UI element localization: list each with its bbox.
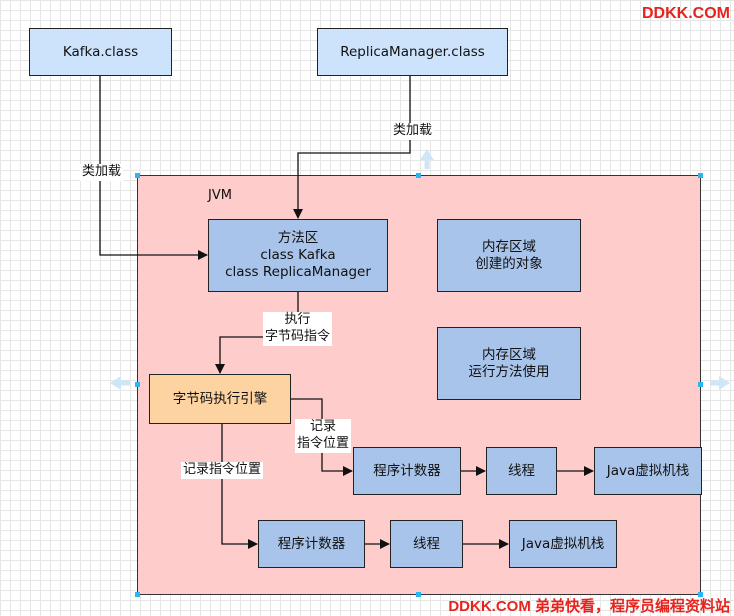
jvm-stack-box-2[interactable]: Java虚拟机栈	[509, 520, 617, 568]
program-counter-box-1[interactable]: 程序计数器	[353, 447, 461, 495]
hint-arrow-up	[420, 149, 434, 160]
resize-handle[interactable]	[416, 592, 421, 597]
edge-label-class-load-left: 类加载	[80, 164, 124, 181]
resize-handle[interactable]	[698, 173, 703, 178]
resize-handle[interactable]	[416, 173, 421, 178]
thread-box-2[interactable]: 线程	[390, 520, 463, 568]
watermark-top: DDKK.COM	[642, 5, 730, 22]
method-area-box[interactable]: 方法区 class Kafka class ReplicaManager	[208, 219, 388, 292]
kafka-class-box[interactable]: Kafka.class	[29, 28, 172, 76]
edge-label-execute-bytecode: 执行 字节码指令	[263, 312, 333, 346]
resize-handle[interactable]	[698, 382, 703, 387]
resize-handle[interactable]	[135, 382, 140, 387]
program-counter-box-2[interactable]: 程序计数器	[258, 520, 365, 568]
jvm-stack-box-1[interactable]: Java虚拟机栈	[594, 447, 702, 495]
replica-manager-class-box[interactable]: ReplicaManager.class	[317, 28, 508, 76]
edge-label-class-load-right: 类加载	[391, 123, 435, 140]
edge-kafka-to-method-area	[99, 76, 208, 260]
edge-label-record-position-2: 记录指令位置	[181, 462, 264, 479]
resize-handle[interactable]	[135, 173, 140, 178]
bytecode-engine-box[interactable]: 字节码执行引擎	[149, 374, 291, 424]
watermark-bottom: DDKK.COM 弟弟快看，程序员编程资料站	[448, 598, 730, 615]
memory-region-methods-box[interactable]: 内存区域 运行方法使用	[437, 327, 581, 400]
edge-replica-to-method-area	[293, 76, 411, 219]
edge-label-record-position-1: 记录 指令位置	[295, 419, 352, 453]
memory-region-objects-box[interactable]: 内存区域 创建的对象	[437, 219, 581, 292]
resize-handle[interactable]	[135, 592, 140, 597]
hint-arrow-left	[110, 376, 121, 390]
edge-engine-to-pc2	[221, 424, 258, 549]
jvm-label: JVM	[208, 188, 232, 203]
resize-handle[interactable]	[698, 592, 703, 597]
thread-box-1[interactable]: 线程	[486, 447, 557, 495]
hint-arrow-right	[719, 376, 730, 390]
